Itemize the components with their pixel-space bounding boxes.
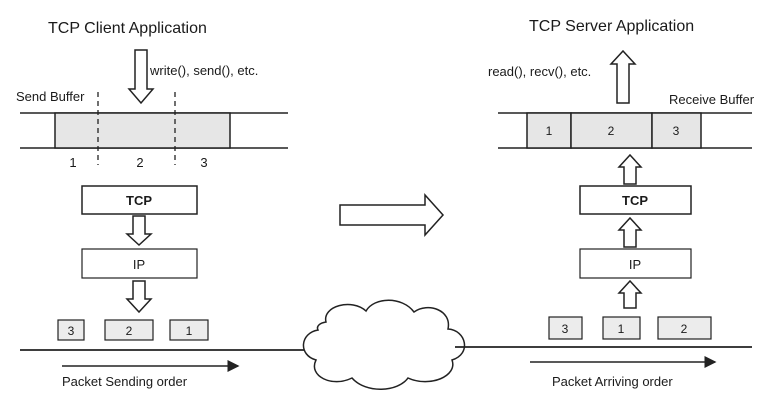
outgoing-packet-label: 2 [126, 324, 133, 338]
server-tcp-label: TCP [622, 193, 648, 208]
client-to-server-arrow-icon [339, 193, 445, 237]
send-buffer-segment-label: 1 [69, 155, 76, 170]
send-buffer-segment-label: 2 [136, 155, 143, 170]
client-ip-layer [81, 248, 198, 279]
network-to-ip-arrow-icon [617, 279, 643, 309]
receive-buffer-segment-label: 3 [673, 124, 680, 138]
network-cloud-icon [302, 299, 466, 390]
outgoing-packet-label: 1 [186, 324, 193, 338]
tcp-to-buffer-arrow-icon [617, 153, 643, 185]
incoming-packet-label: 3 [562, 322, 569, 336]
receive-buffer-segment [526, 112, 572, 149]
receive-buffer-label: Receive Buffer [669, 92, 755, 107]
send-buffer-label: Send Buffer [16, 89, 85, 104]
receive-buffer-segment [570, 112, 653, 149]
receive-buffer-segment-label: 1 [546, 124, 553, 138]
sending-order-label: Packet Sending order [62, 374, 188, 389]
app-to-buffer-arrow-icon [127, 49, 155, 105]
incoming-packet-label: 2 [681, 322, 688, 336]
receive-buffer-segment [651, 112, 702, 149]
tcp-to-ip-arrow-icon [125, 215, 153, 247]
server-ip-layer [579, 248, 692, 279]
server-title: TCP Server Application [529, 18, 694, 35]
ip-to-network-arrow-icon [125, 280, 153, 314]
receive-buffer-segment-label: 2 [608, 124, 615, 138]
buffer-to-app-arrow-icon [609, 49, 637, 104]
server-ip-label: IP [629, 257, 641, 272]
outgoing-packet-label: 3 [68, 324, 75, 338]
client-title: TCP Client Application [48, 20, 207, 37]
incoming-packet [548, 316, 583, 340]
incoming-packet [602, 316, 641, 340]
outgoing-packet [57, 319, 85, 341]
client-api-label: write(), send(), etc. [149, 63, 258, 78]
send-buffer-segment-label: 3 [200, 155, 207, 170]
outgoing-packet [169, 319, 209, 341]
client-ip-label: IP [133, 257, 145, 272]
client-tcp-layer [81, 185, 198, 215]
outgoing-packet [104, 319, 154, 341]
incoming-packet-label: 1 [618, 322, 625, 336]
server-api-label: read(), recv(), etc. [488, 64, 591, 79]
arriving-order-label: Packet Arriving order [552, 374, 673, 389]
ip-to-tcp-arrow-icon [617, 216, 643, 248]
client-tcp-label: TCP [126, 193, 152, 208]
send-buffer-data [54, 112, 231, 149]
incoming-packet [657, 316, 712, 340]
server-tcp-layer [579, 185, 692, 215]
